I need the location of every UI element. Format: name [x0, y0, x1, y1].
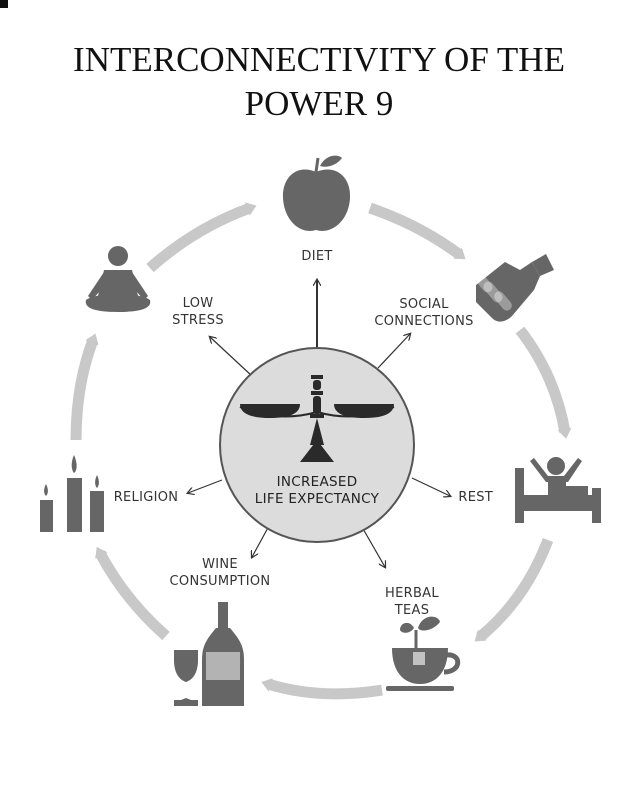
- center-label-line-2: LIFE EXPECTANCY: [255, 491, 380, 507]
- handshake-icon: [473, 254, 554, 322]
- label-social-line-1: SOCIAL: [399, 297, 449, 312]
- label-social-line-2: CONNECTIONS: [374, 314, 473, 329]
- cycle-arrows: [70, 202, 572, 700]
- bed-stretch-icon: [515, 457, 601, 523]
- meditation-icon: [85, 246, 151, 312]
- radial-arrow-herbal: [361, 526, 385, 567]
- cycle-arrow-social-rest: [515, 326, 572, 439]
- cycle-arrow-religion-stress: [70, 333, 99, 441]
- candles-icon: [40, 455, 104, 532]
- cycle-arrow-wine-religion: [95, 546, 170, 641]
- radial-arrow-wine: [252, 523, 271, 557]
- center-label-line-1: INCREASED: [277, 474, 358, 490]
- radial-arrow-rest: [411, 477, 450, 496]
- label-wine-line-2: CONSUMPTION: [170, 574, 271, 589]
- label-herbal-line-2: TEAS: [394, 603, 430, 618]
- label-low-stress-line-1: LOW: [183, 296, 214, 311]
- page-title: INTERCONNECTIVITY OF THE POWER 9: [0, 38, 638, 126]
- label-religion: RELIGION: [114, 490, 179, 505]
- label-low-stress-line-2: STRESS: [172, 313, 224, 328]
- wine-bottle-glass-icon: [174, 602, 244, 706]
- teacup-icon: [386, 616, 461, 691]
- cycle-arrow-herbal-wine: [261, 678, 383, 700]
- cycle-arrow-stress-diet: [146, 202, 257, 273]
- radial-arrow-low-stress: [210, 337, 253, 377]
- title-line-1: INTERCONNECTIVITY OF THE: [73, 40, 565, 79]
- balance-scale-icon: [239, 375, 395, 462]
- label-rest: REST: [458, 490, 493, 505]
- label-diet: DIET: [301, 249, 332, 264]
- label-herbal-line-1: HERBAL: [385, 586, 439, 601]
- cycle-arrow-rest-herbal: [474, 538, 554, 642]
- radial-arrow-social: [377, 334, 410, 369]
- corner-mark: [0, 0, 8, 8]
- apple-icon: [282, 155, 351, 231]
- cycle-arrow-diet-social: [368, 202, 466, 260]
- title-line-2: POWER 9: [244, 84, 394, 123]
- label-wine-line-1: WINE: [202, 557, 238, 572]
- radial-arrow-religion: [188, 479, 223, 493]
